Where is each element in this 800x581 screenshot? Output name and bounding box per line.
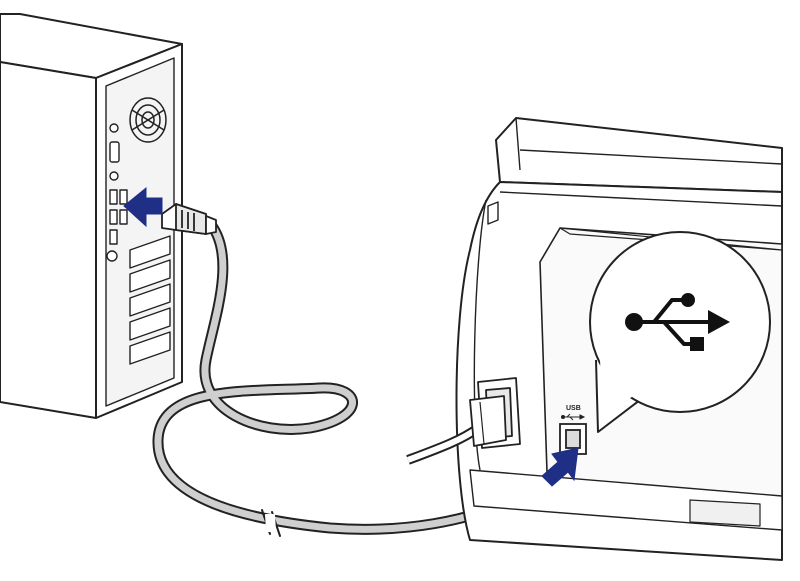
arrow-to-computer xyxy=(123,186,163,228)
small-usb-symbol-icon xyxy=(561,413,586,421)
cable-core xyxy=(154,222,502,533)
power-connector xyxy=(406,377,521,465)
usb-cable xyxy=(152,220,504,537)
fan-grille-icon xyxy=(129,97,167,143)
tower-ports xyxy=(106,123,128,262)
usb-port-label: USB xyxy=(566,405,581,412)
usb-a-plug xyxy=(161,203,217,235)
expansion-slots xyxy=(129,235,171,365)
usb-callout xyxy=(589,231,771,433)
usb-trident-icon xyxy=(625,293,730,351)
device-top-lid xyxy=(495,117,783,193)
computer-tower xyxy=(0,13,183,419)
direction-arrow-icon xyxy=(123,186,579,487)
arrow-to-scanner xyxy=(541,447,579,487)
tower-side-face xyxy=(0,61,97,419)
